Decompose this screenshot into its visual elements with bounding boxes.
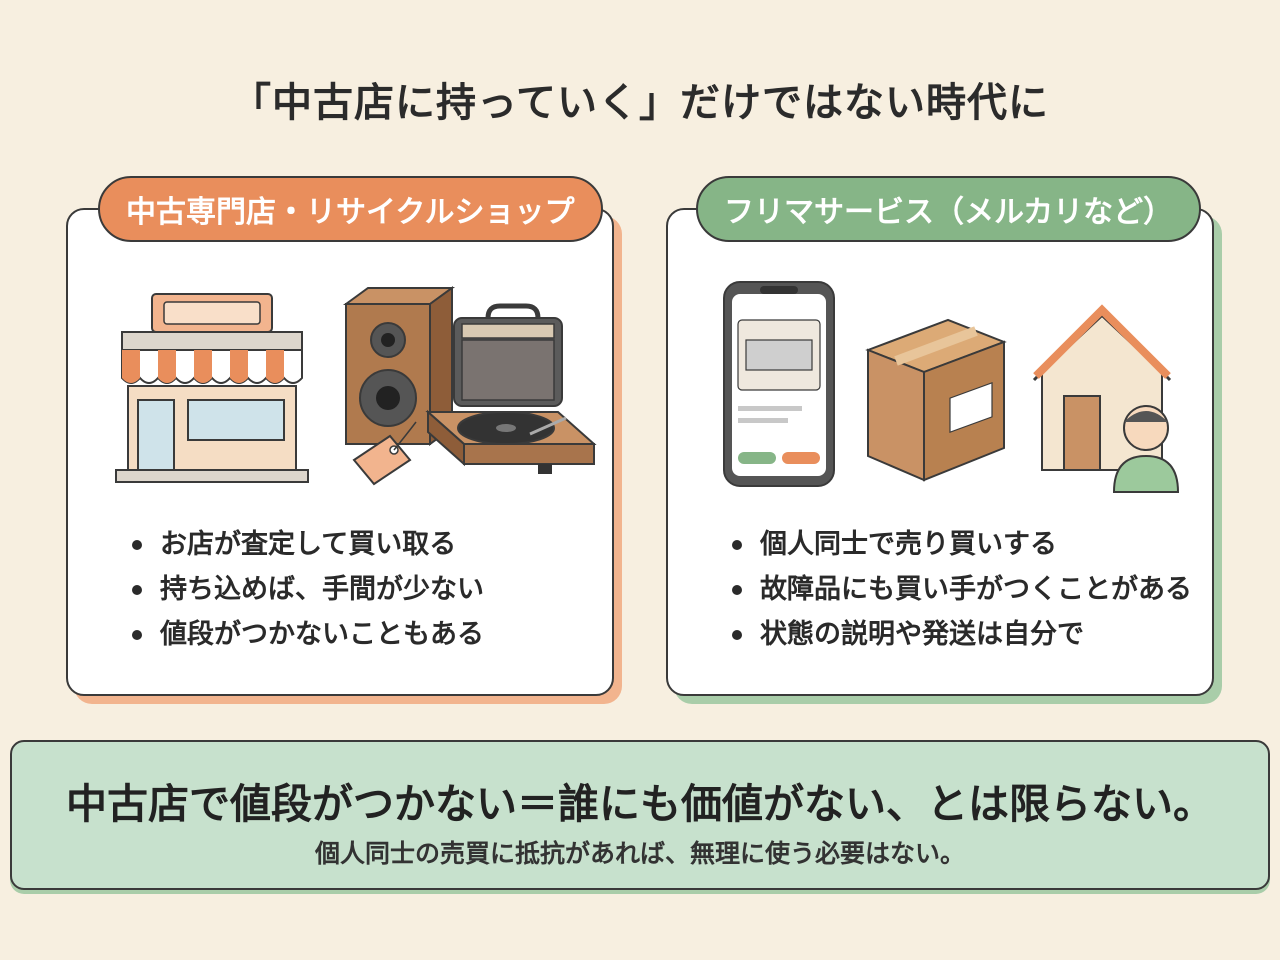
turntable-icon [425, 409, 597, 474]
smartphone-icon [723, 281, 835, 487]
conclusion-sub: 個人同士の売買に抵抗があれば、無理に使う必要はない。 [314, 839, 965, 868]
list-item: 持ち込めば、手間が少ない [130, 567, 484, 612]
cardboard-box-icon [865, 318, 1007, 482]
shop-bullet-list: お店が査定して買い取る 持ち込めば、手間が少ない 値段がつかないこともある [130, 522, 484, 657]
price-tag-icon [352, 421, 417, 486]
shop-card-tag: 中古専門店・リサイクルショップ [98, 176, 603, 242]
list-item: 状態の説明や発送は自分で [730, 612, 1192, 657]
speaker-icon [342, 286, 456, 446]
flea-market-illustration [723, 281, 1180, 493]
amplifier-icon [453, 303, 563, 407]
list-item: 個人同士で売り買いする [730, 522, 1192, 567]
flea-market-card-tag: フリマサービス（メルカリなど） [696, 176, 1202, 242]
flea-market-card: フリマサービス（メルカリなど） [666, 176, 1214, 696]
shop-card: 中古専門店・リサイクルショップ [66, 176, 614, 696]
page-title: 「中古店に持っていく」だけではない時代に [231, 80, 1049, 126]
list-item: 値段がつかないこともある [130, 612, 484, 657]
conclusion-box: 中古店で値段がつかない＝誰にも価値がない、とは限らない。 個人同士の売買に抵抗が… [10, 740, 1270, 890]
person-icon [1112, 405, 1180, 493]
conclusion-main: 中古店で値段がつかない＝誰にも価値がない、とは限らない。 [66, 780, 1214, 828]
flea-market-bullet-list: 個人同士で売り買いする 故障品にも買い手がつくことがある 状態の説明や発送は自分… [730, 522, 1192, 657]
shop-icon [115, 293, 309, 483]
list-item: お店が査定して買い取る [130, 522, 484, 567]
list-item: 故障品にも買い手がつくことがある [730, 567, 1192, 612]
shop-illustration [115, 286, 597, 486]
